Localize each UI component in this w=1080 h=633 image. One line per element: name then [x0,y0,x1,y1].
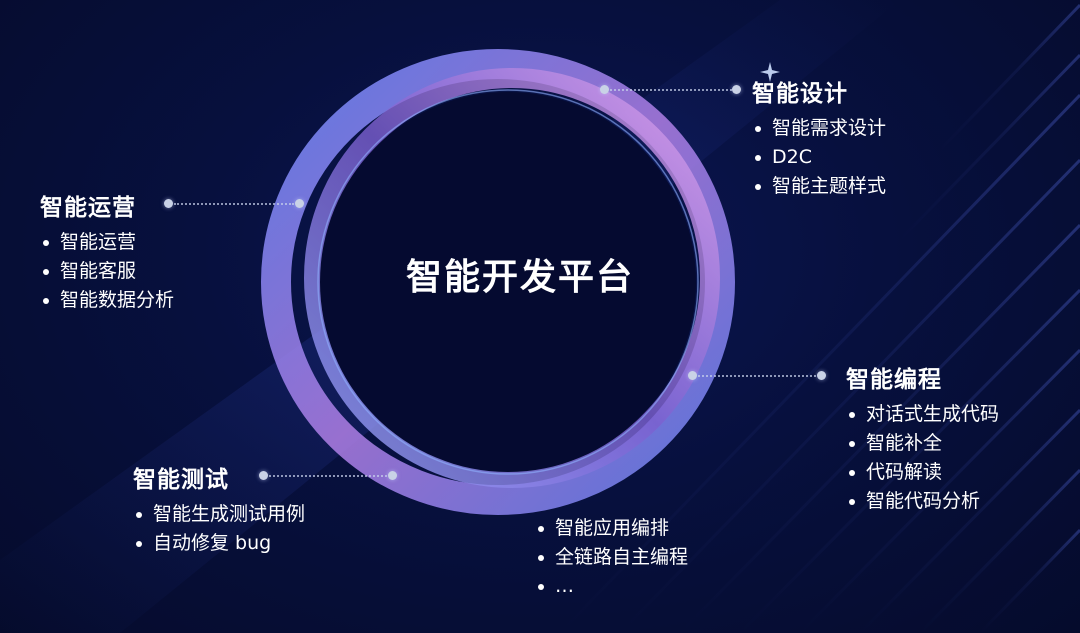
group-operations-title: 智能运营 [40,195,136,221]
list-item: 自动修复 bug [133,529,305,558]
list-item: … [535,572,688,601]
group-operations: 智能运营 智能运营 智能客服 智能数据分析 [40,188,174,315]
connector-dot-testing-ring [388,471,397,480]
connector-dot-coding-ring [688,371,697,380]
group-testing-title: 智能测试 [133,467,229,493]
group-app: 智能应用编排 全链路自主编程 … [535,514,688,601]
group-testing-list: 智能生成测试用例 自动修复 bug [133,500,305,558]
group-testing: 智能测试 智能生成测试用例 自动修复 bug [133,460,305,558]
connector-dot-operations-ring [295,199,304,208]
connector-design [610,89,732,91]
group-coding-list: 对话式生成代码 智能补全 代码解读 智能代码分析 [846,400,999,516]
connector-dot-coding-end [817,371,826,380]
list-item: 对话式生成代码 [846,400,999,429]
list-item: 智能生成测试用例 [133,500,305,529]
group-design-title: 智能设计 [752,81,848,107]
connector-dot-operations-end [164,199,173,208]
group-app-list: 智能应用编排 全链路自主编程 … [535,514,688,601]
connector-dot-design-ring [600,85,609,94]
group-coding: 智能编程 对话式生成代码 智能补全 代码解读 智能代码分析 [846,360,999,516]
group-coding-title: 智能编程 [846,367,942,393]
list-item: 智能代码分析 [846,487,999,516]
list-item: D2C [752,143,886,172]
center-title: 智能开发平台 [405,257,634,298]
connector-dot-testing-end [259,471,268,480]
list-item: 智能客服 [40,257,174,286]
group-operations-list: 智能运营 智能客服 智能数据分析 [40,228,174,315]
list-item: 智能需求设计 [752,114,886,143]
list-item: 代码解读 [846,458,999,487]
connector-testing [269,475,387,477]
group-design: 智能设计 智能需求设计 D2C 智能主题样式 [752,74,886,201]
list-item: 智能运营 [40,228,174,257]
ring-outer-band [261,49,735,515]
connector-operations [174,203,294,205]
list-item: 智能数据分析 [40,286,174,315]
list-item: 智能应用编排 [535,514,688,543]
ring-highlight [317,89,699,475]
connector-coding [698,375,816,377]
list-item: 智能补全 [846,429,999,458]
ring-core [320,92,696,472]
list-item: 全链路自主编程 [535,543,688,572]
connector-dot-design-end [732,85,741,94]
sparkle-icon [760,62,780,82]
group-design-list: 智能需求设计 D2C 智能主题样式 [752,114,886,201]
list-item: 智能主题样式 [752,172,886,201]
ring-inner-band [304,68,720,488]
